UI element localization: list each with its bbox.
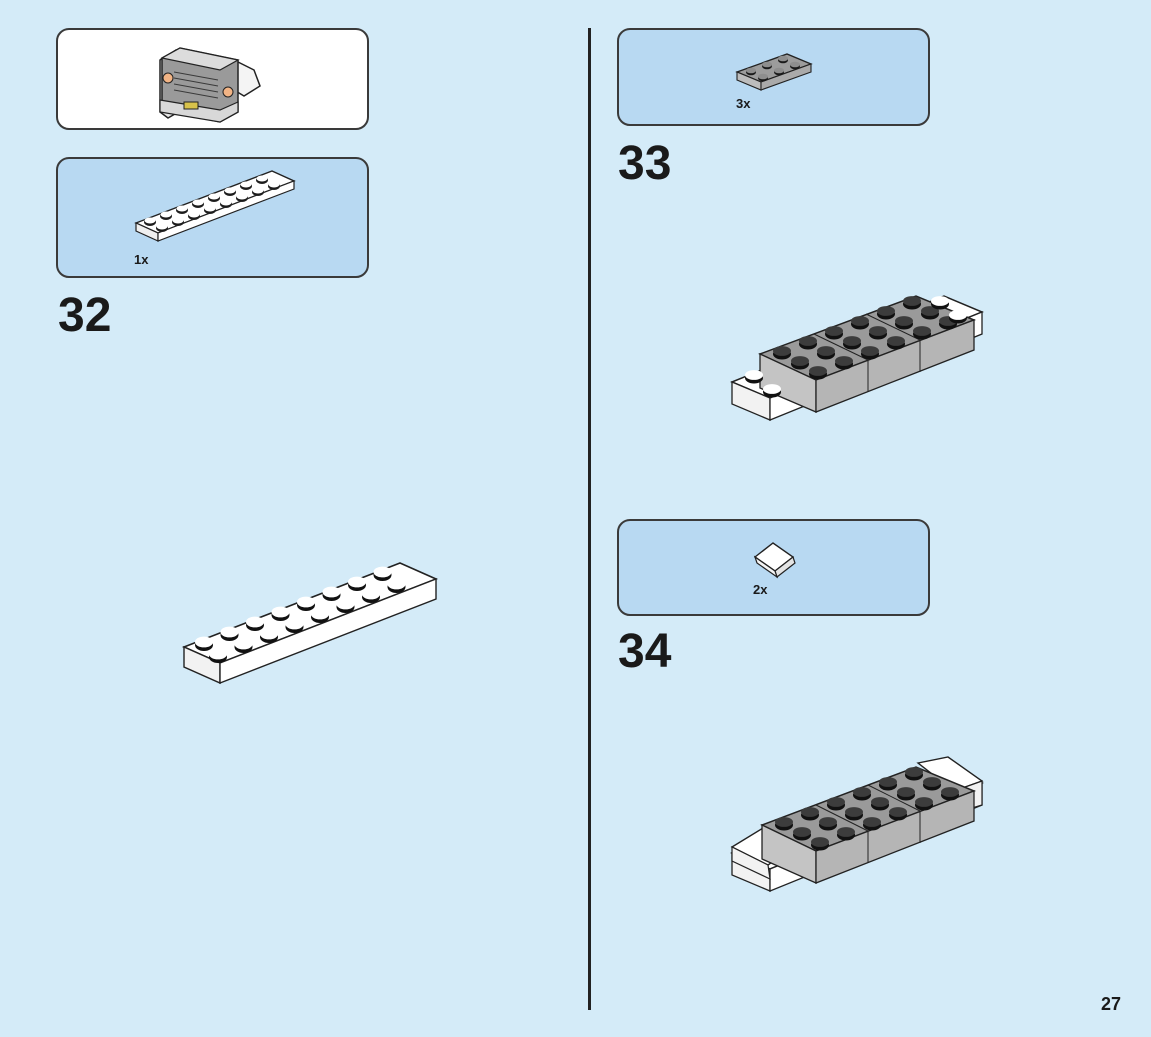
- vehicle-front-grille-icon: [159, 47, 261, 123]
- submodel-preview-callout: [56, 28, 369, 130]
- build-step-32-white-plate-icon: [181, 562, 439, 685]
- gray-plate-2x3-icon: [735, 53, 813, 91]
- step-number: 34: [618, 625, 672, 678]
- step-33-parts-callout: 3x: [617, 28, 930, 126]
- white-plate-2x8-icon: [134, 170, 296, 242]
- part-quantity: 1x: [134, 252, 149, 267]
- step-number: 33: [618, 137, 672, 190]
- build-step-33-assembly-icon: [730, 295, 984, 421]
- white-slope-tile-icon: [753, 542, 796, 579]
- step-34-parts-callout: 2x: [617, 519, 930, 616]
- step-32-parts-callout: 1x: [56, 157, 369, 278]
- part-quantity: 2x: [753, 582, 768, 597]
- page-number: 27: [1100, 994, 1121, 1014]
- part-quantity: 3x: [736, 96, 751, 111]
- build-step-34-assembly-icon: [730, 756, 984, 892]
- column-divider: [588, 28, 591, 1010]
- step-number: 32: [58, 289, 112, 342]
